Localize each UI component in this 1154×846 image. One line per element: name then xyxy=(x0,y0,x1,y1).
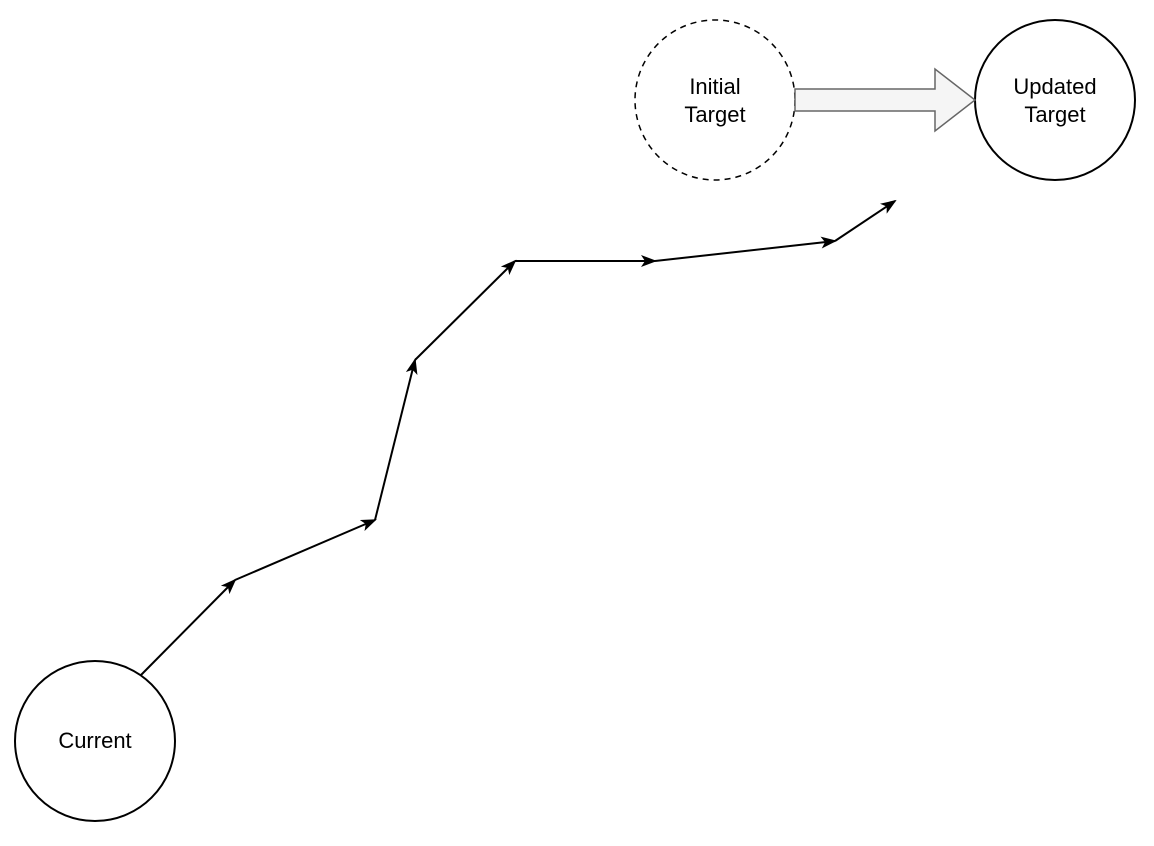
path-segment-arrow[interactable] xyxy=(140,578,237,676)
path-segment-arrow[interactable] xyxy=(654,236,837,262)
path-segment-arrow[interactable] xyxy=(414,259,517,361)
target-shift-arrow[interactable] xyxy=(794,67,977,133)
path-segment-arrow[interactable] xyxy=(234,519,377,581)
updated-target-node-label: Updated Target xyxy=(1013,74,1097,127)
path-segment-arrow[interactable] xyxy=(374,358,418,521)
current-node-label: Current xyxy=(58,728,132,753)
trajectory-path xyxy=(140,199,897,676)
current-node[interactable] xyxy=(14,660,176,822)
initial-target-node-label: Initial Target xyxy=(684,74,746,127)
path-segment-arrow[interactable] xyxy=(834,199,897,242)
